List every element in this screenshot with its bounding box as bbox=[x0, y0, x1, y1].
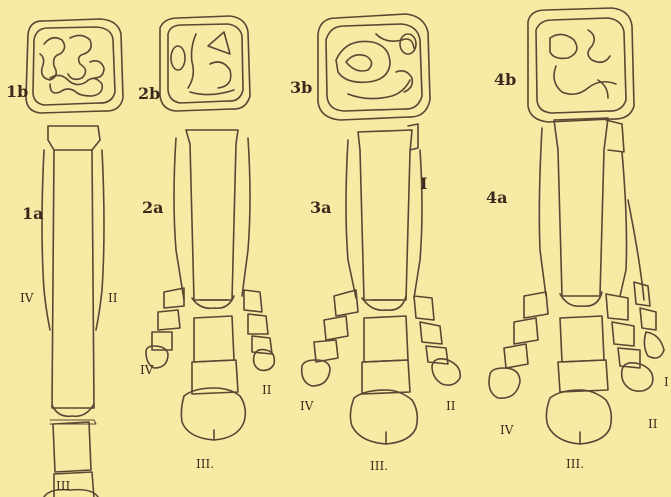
foot-3a-digit-i: I bbox=[420, 176, 427, 192]
tooth-3b-label: 3b bbox=[290, 80, 312, 96]
foot-4a-digit-ii: II bbox=[648, 418, 657, 430]
tooth-1b-drawing bbox=[26, 19, 123, 113]
foot-3a-label: 3a bbox=[310, 200, 332, 216]
foot-4a-drawing bbox=[489, 118, 664, 444]
foot-3a-digit-iii: III. bbox=[370, 460, 388, 472]
tooth-2b-drawing bbox=[160, 16, 250, 111]
tooth-1b-label: 1b bbox=[6, 84, 28, 100]
foot-4a-digit-iv: IV bbox=[500, 424, 513, 436]
foot-1a-digit-iii: III bbox=[56, 480, 70, 492]
tooth-3b-drawing bbox=[318, 14, 430, 120]
foot-2a-label: 2a bbox=[142, 200, 164, 216]
foot-4a-digit-i: I bbox=[664, 376, 669, 388]
tooth-4b-drawing bbox=[528, 8, 634, 122]
foot-1a-drawing bbox=[42, 126, 104, 497]
foot-1a-digit-ii: II bbox=[108, 292, 117, 304]
foot-2a-digit-iv: IV bbox=[140, 364, 153, 376]
foot-1a-label: 1a bbox=[22, 206, 44, 222]
foot-3a-digit-ii: II bbox=[446, 400, 455, 412]
foot-1a-digit-iv: IV bbox=[20, 292, 33, 304]
foot-2a-digit-iii: III. bbox=[196, 458, 214, 470]
tooth-2b-label: 2b bbox=[138, 86, 160, 102]
foot-4a-digit-iii: III. bbox=[566, 458, 584, 470]
foot-3a-drawing bbox=[302, 124, 461, 444]
tooth-4b-label: 4b bbox=[494, 72, 516, 88]
foot-2a-drawing bbox=[146, 130, 274, 440]
foot-2a-digit-ii: II bbox=[262, 384, 271, 396]
foot-4a-label: 4a bbox=[486, 190, 508, 206]
foot-3a-digit-iv: IV bbox=[300, 400, 313, 412]
